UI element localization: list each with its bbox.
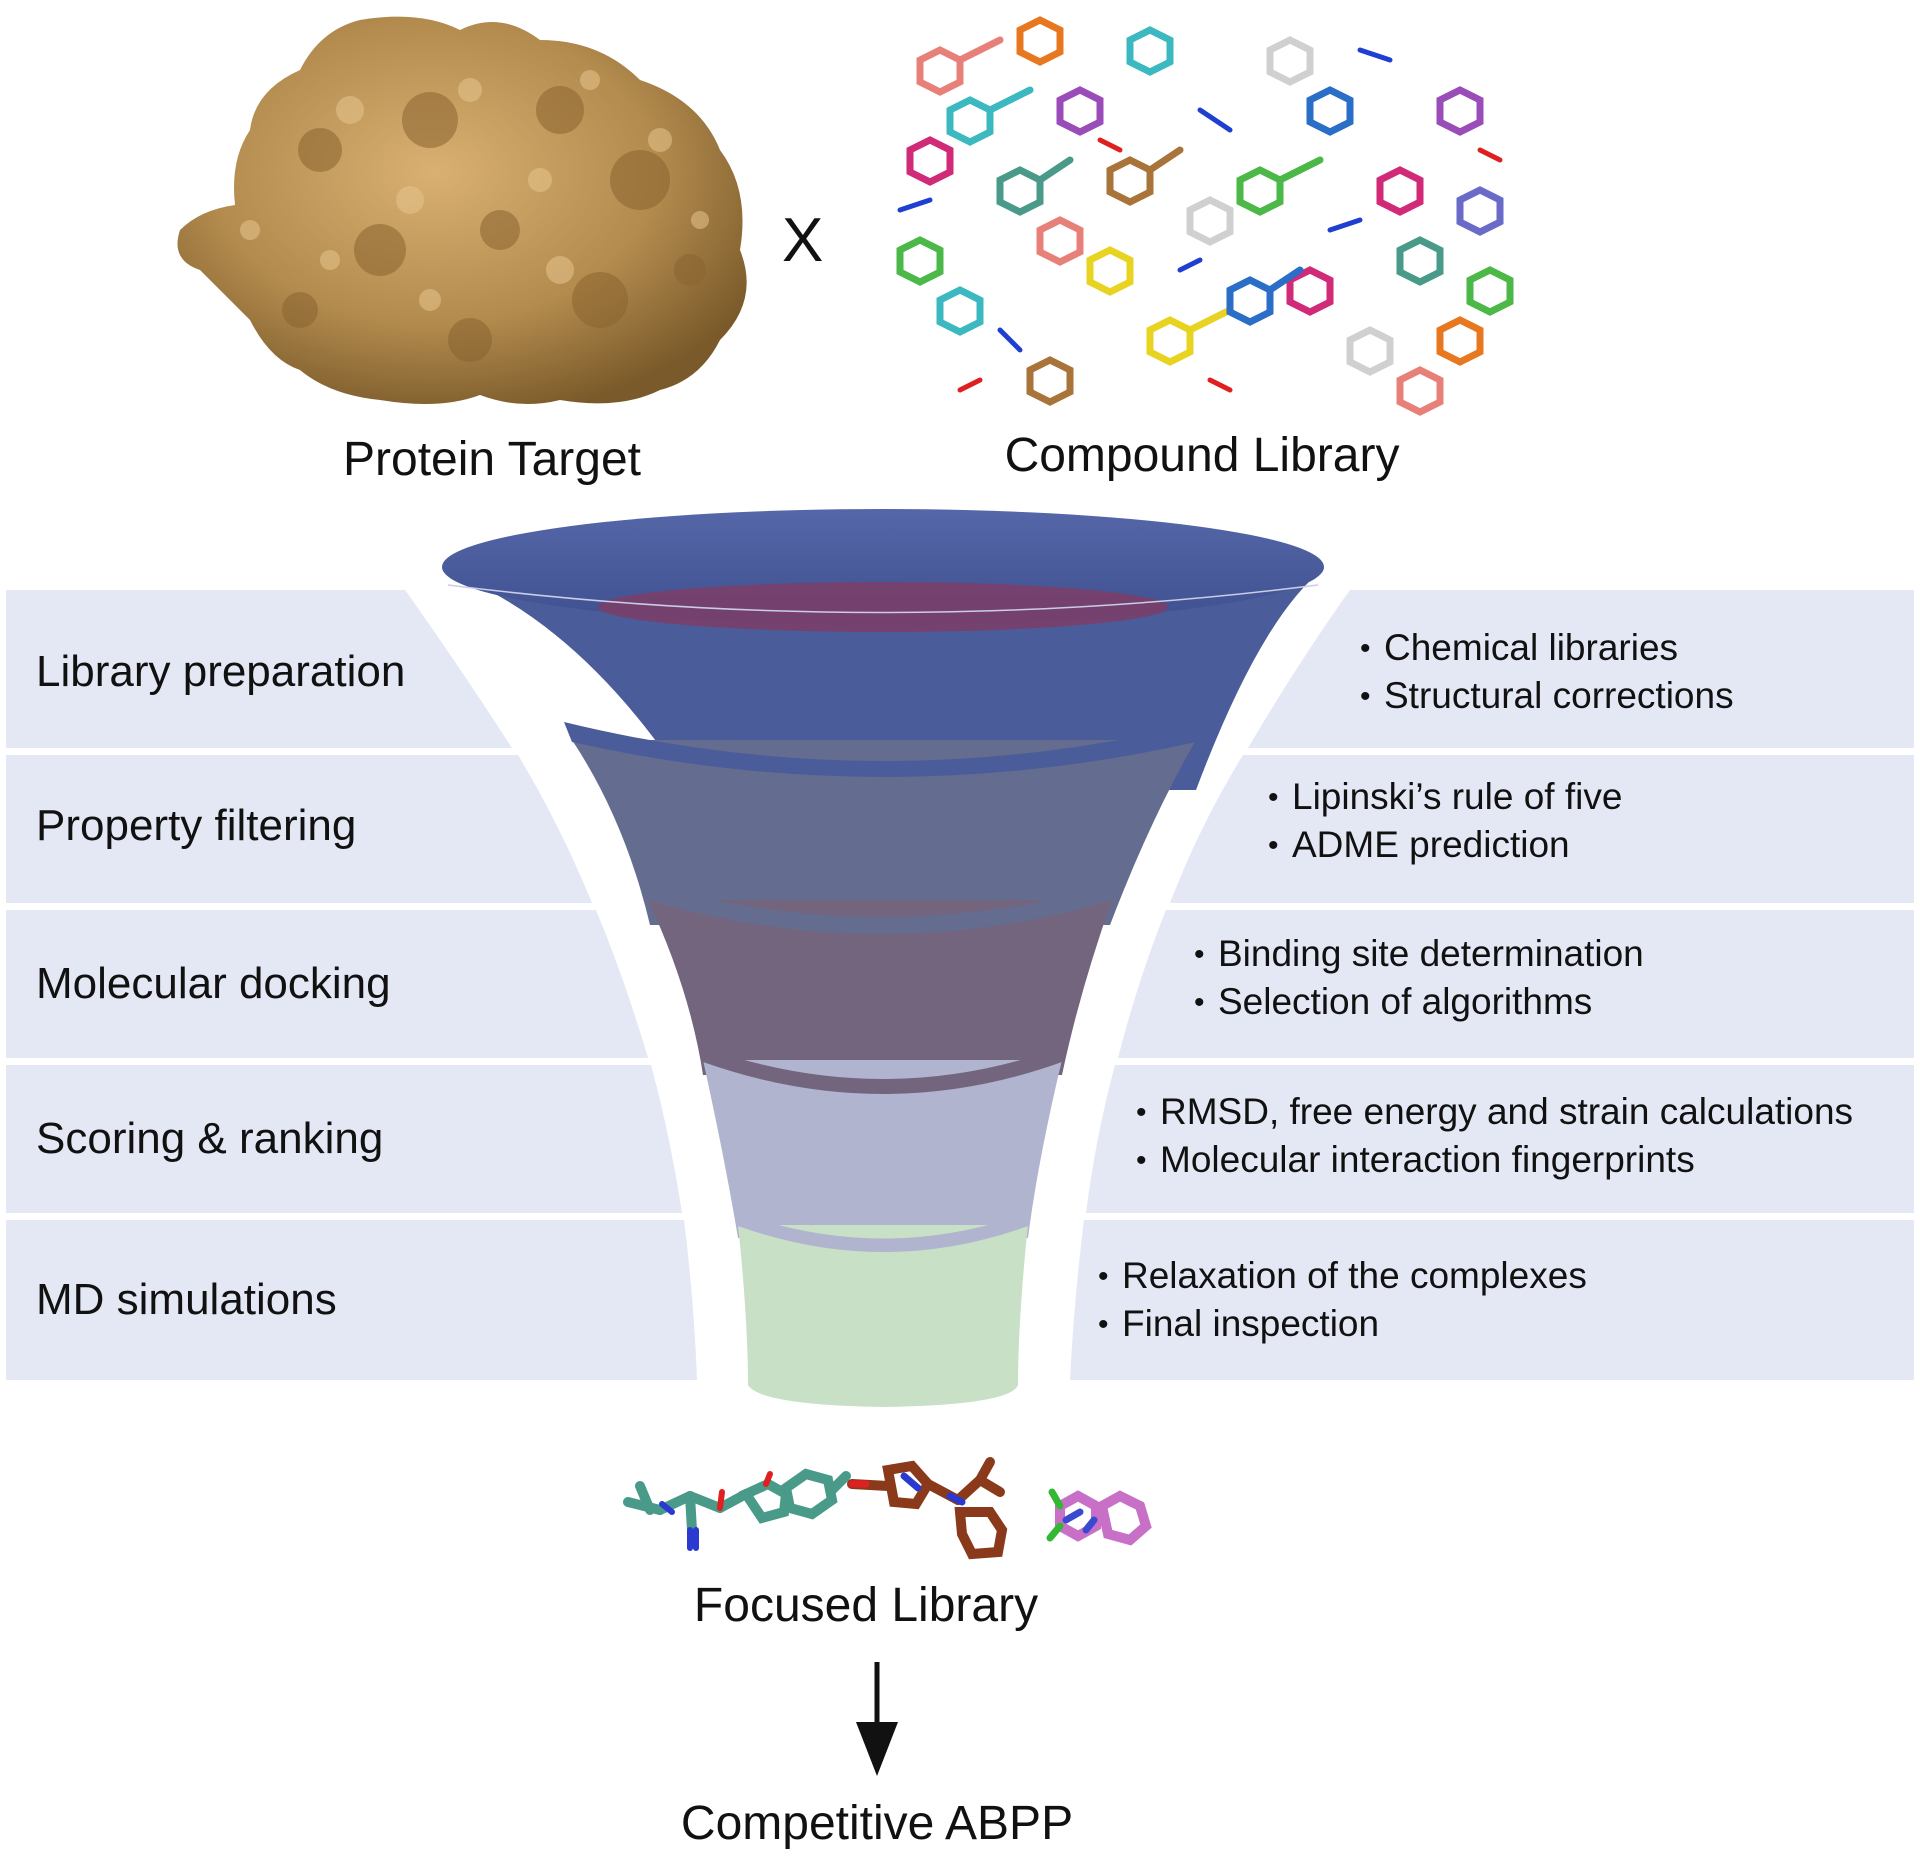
funnel-opening <box>598 582 1168 632</box>
stage-details-md-simulations: Relaxation of the complexes Final inspec… <box>1098 1252 1587 1348</box>
compound-library-label: Compound Library <box>1004 429 1400 482</box>
detail-item: Relaxation of the complexes <box>1098 1252 1587 1300</box>
band-left-3 <box>6 910 648 1058</box>
focused-molecule-icon <box>623 1457 1152 1560</box>
stage-label-scoring-ranking: Scoring & ranking <box>36 1114 384 1163</box>
band-left-4 <box>6 1065 682 1213</box>
times-symbol: X <box>782 206 824 275</box>
band-left-5 <box>6 1220 697 1380</box>
stage-bands-left <box>6 590 697 1380</box>
funnel-section-5 <box>738 1225 1028 1407</box>
detail-item: ADME prediction <box>1268 821 1622 869</box>
competitive-abpp-label: Competitive ABPP <box>680 1797 1074 1850</box>
funnel-section-4 <box>703 1060 1062 1238</box>
funnel-section-1 <box>443 570 1322 790</box>
protein-surface-icon <box>177 16 747 405</box>
detail-item: Final inspection <box>1098 1300 1587 1348</box>
stage-label-library-preparation: Library preparation <box>36 647 406 696</box>
stage-details-library-preparation: Chemical libraries Structural correction… <box>1360 624 1734 720</box>
detail-item: Lipinski’s rule of five <box>1268 773 1622 821</box>
stage-label-molecular-docking: Molecular docking <box>36 959 391 1008</box>
detail-item: RMSD, free energy and strain calculation… <box>1136 1088 1853 1136</box>
down-arrow-icon <box>856 1662 898 1776</box>
funnel-icon <box>442 509 1324 1407</box>
detail-item: Binding site determination <box>1194 930 1644 978</box>
detail-item: Selection of algorithms <box>1194 978 1644 1026</box>
focused-molecule-1 <box>623 1468 851 1535</box>
protein-target-label: Protein Target <box>343 433 641 486</box>
detail-item: Structural corrections <box>1360 672 1734 720</box>
detail-item: Molecular interaction fingerprints <box>1136 1136 1853 1184</box>
stage-label-property-filtering: Property filtering <box>36 801 357 850</box>
funnel-section-3 <box>648 900 1112 1075</box>
compound-library-icon <box>896 16 1514 416</box>
focused-molecule-2 <box>847 1457 1008 1560</box>
funnel-section-2 <box>572 740 1196 925</box>
band-left-1 <box>6 590 512 748</box>
stage-details-scoring-ranking: RMSD, free energy and strain calculation… <box>1136 1088 1853 1184</box>
stage-label-md-simulations: MD simulations <box>36 1275 337 1324</box>
band-left-2 <box>6 755 592 903</box>
focused-library-label: Focused Library <box>693 1579 1039 1632</box>
detail-item: Chemical libraries <box>1360 624 1734 672</box>
stage-details-property-filtering: Lipinski’s rule of five ADME prediction <box>1268 773 1622 869</box>
stage-details-molecular-docking: Binding site determination Selection of … <box>1194 930 1644 1026</box>
